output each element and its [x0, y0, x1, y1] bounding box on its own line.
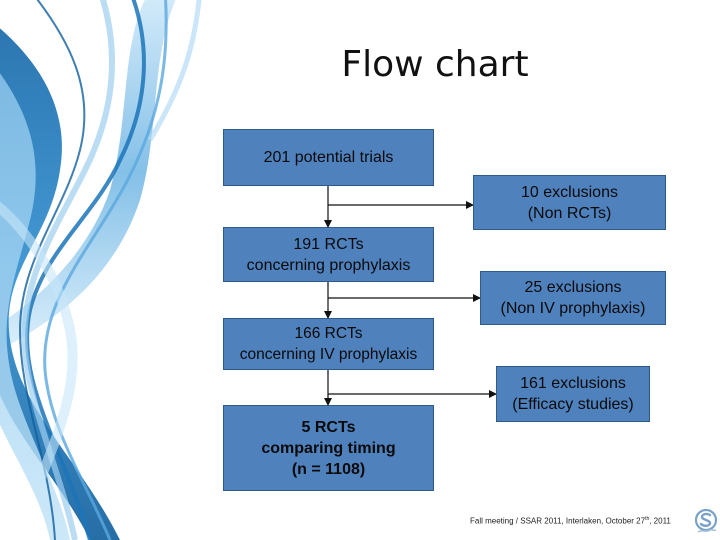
box-rcts-iv-line1: 166 RCTs: [294, 325, 363, 342]
box-excl-3-line1: 161 exclusions: [520, 375, 626, 392]
ssar-logo-icon: [694, 508, 718, 533]
box-excl-2-line2: (Non IV prophylaxis): [500, 300, 646, 317]
box-rcts-timing-line2: comparing timing: [261, 439, 396, 457]
box-exclusions-non-iv: 25 exclusions (Non IV prophylaxis): [480, 271, 666, 325]
box-rcts-prophylaxis: 191 RCTs concerning prophylaxis: [223, 227, 434, 282]
box-exclusions-non-rcts: 10 exclusions (Non RCTs): [473, 175, 666, 230]
box-excl-1-line2: (Non RCTs): [527, 204, 612, 222]
footer-citation: Fall meeting / SSAR 2011, Interlaken, Oc…: [470, 516, 671, 526]
box-rcts-timing-line1: 5 RCTs: [301, 418, 356, 436]
box-rcts-iv-line2: concerning IV prophylaxis: [239, 346, 418, 363]
box-exclusions-efficacy: 161 exclusions (Efficacy studies): [496, 366, 650, 422]
page-title: Flow chart: [341, 44, 529, 85]
box-potential-trials-text: 201 potential trials: [263, 149, 394, 166]
box-excl-2-line1: 25 exclusions: [524, 279, 622, 296]
box-rcts-timing-line3: (n = 1108): [291, 460, 366, 478]
box-rcts-prophylaxis-line1: 191 RCTs: [293, 235, 364, 253]
box-rcts-prophylaxis-line2: concerning prophylaxis: [246, 256, 411, 274]
box-excl-1-line1: 10 exclusions: [521, 183, 618, 201]
box-rcts-iv-prophylaxis: 166 RCTs concerning IV prophylaxis: [223, 318, 434, 370]
box-excl-3-line2: (Efficacy studies): [512, 396, 634, 413]
box-rcts-timing: 5 RCTs comparing timing (n = 1108): [223, 405, 434, 491]
footer-text: Fall meeting / SSAR 2011, Interlaken, Oc…: [470, 516, 646, 526]
box-potential-trials: 201 potential trials: [223, 129, 434, 186]
footer-superscript: th: [645, 516, 650, 522]
footer-suffix: , 2011: [649, 516, 671, 526]
